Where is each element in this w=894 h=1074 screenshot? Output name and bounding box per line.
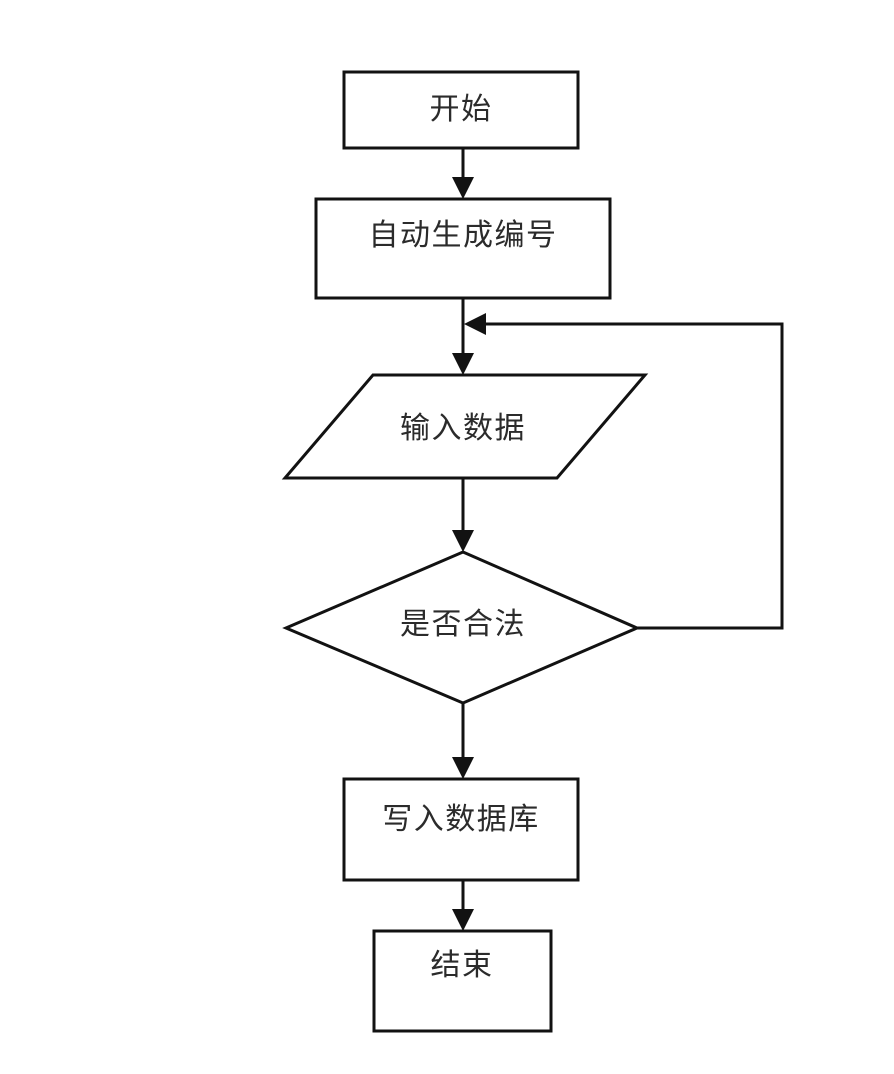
edge-autonumber-input	[452, 298, 474, 375]
node-auto-number[interactable]: 自动生成编号	[314, 197, 612, 300]
node-validate-label: 是否合法	[400, 608, 526, 641]
edge-autonumber-input-arrowhead-icon	[452, 353, 474, 375]
node-validate[interactable]: 是否合法	[282, 550, 641, 705]
node-validate-shape[interactable]	[282, 550, 641, 705]
edge-start-autonumber-arrowhead-icon	[452, 177, 474, 199]
node-auto-number-shape[interactable]	[314, 197, 612, 300]
edge-writedb-end	[452, 880, 474, 931]
node-input-data-shape[interactable]	[281, 373, 649, 480]
edge-validate-loopback	[464, 313, 784, 630]
node-input-data-label: 输入数据	[400, 412, 526, 445]
node-start-label: 开始	[430, 93, 493, 126]
node-write-db-shape[interactable]	[342, 777, 580, 882]
edge-start-autonumber	[452, 148, 474, 199]
edge-validate-writedb	[452, 703, 474, 779]
edge-input-validate-arrowhead-icon	[452, 530, 474, 552]
edge-validate-writedb-arrowhead-icon	[452, 757, 474, 779]
node-input-data[interactable]: 输入数据	[281, 373, 649, 480]
edge-input-validate	[452, 478, 474, 552]
node-end-label: 结束	[431, 949, 494, 982]
edge-validate-loopback-line	[478, 322, 784, 630]
node-end-shape[interactable]	[372, 929, 553, 1033]
node-write-db-label: 写入数据库	[382, 803, 540, 836]
node-start-shape[interactable]	[342, 70, 580, 150]
edge-writedb-end-arrowhead-icon	[452, 909, 474, 931]
node-auto-number-label: 自动生成编号	[369, 219, 558, 252]
edge-validate-loopback-arrowhead-icon	[464, 313, 486, 335]
node-end[interactable]: 结束	[372, 929, 553, 1033]
node-start[interactable]: 开始	[342, 70, 580, 150]
node-write-db[interactable]: 写入数据库	[342, 777, 580, 882]
